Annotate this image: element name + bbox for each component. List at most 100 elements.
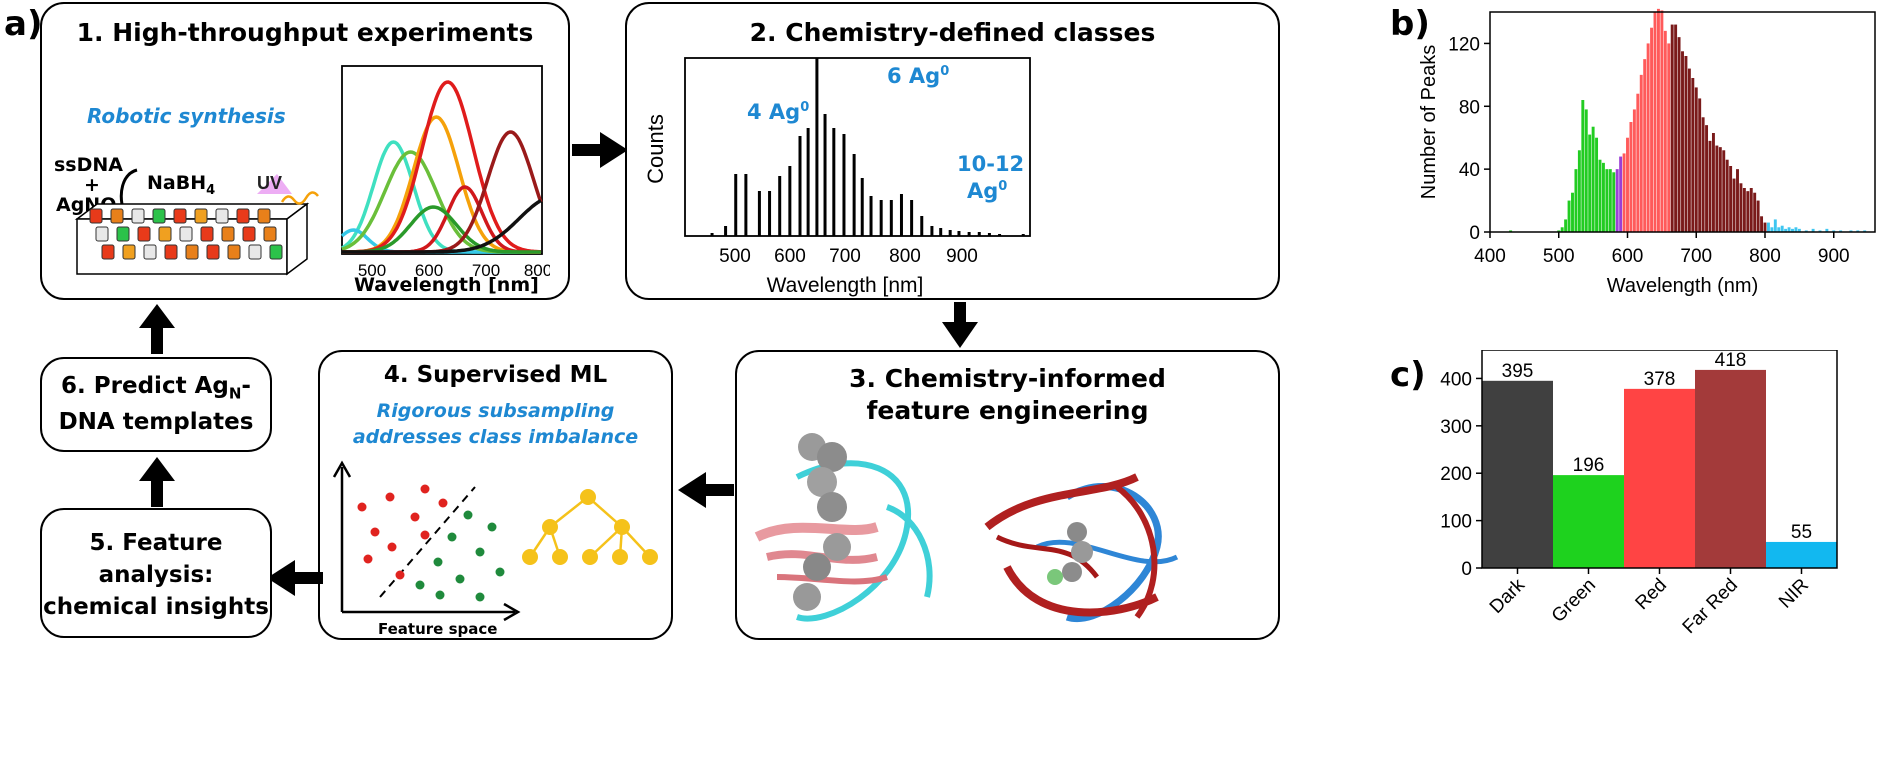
peak-bar xyxy=(1708,140,1712,232)
plus-label: + xyxy=(84,174,100,196)
peak-bar xyxy=(1574,169,1578,232)
plate-well xyxy=(185,244,199,260)
plate-well xyxy=(221,226,235,242)
peak-bar xyxy=(1780,225,1784,232)
peak-bar xyxy=(1749,188,1753,232)
peak-bar xyxy=(1619,156,1623,232)
box6-line2: DNA templates xyxy=(58,409,254,435)
b-ytick-label: 80 xyxy=(1459,97,1480,118)
peak-bar xyxy=(1667,43,1671,232)
annotation-4ag: 4 Ag0 xyxy=(747,100,810,124)
peak-bar xyxy=(1560,227,1564,232)
c-ytick-label: 0 xyxy=(1461,559,1472,580)
box3-title-line1: 3. Chemistry-informed xyxy=(849,364,1166,393)
plate-well xyxy=(110,208,124,224)
peak-bar xyxy=(1643,59,1647,233)
peak-bar xyxy=(1825,228,1829,232)
peak-bar xyxy=(1832,230,1836,232)
plate-well xyxy=(89,208,103,224)
plate-well xyxy=(164,244,178,260)
class-bar-value: 196 xyxy=(1573,455,1605,476)
peak-bar xyxy=(1694,87,1698,232)
panel-label-c: c) xyxy=(1390,355,1426,395)
peak-bar xyxy=(1557,230,1561,232)
peak-bar xyxy=(1791,228,1794,232)
peak-bar xyxy=(1773,219,1777,232)
peak-bar xyxy=(1656,8,1660,232)
box5-line1: 5. Feature xyxy=(89,530,223,556)
b-ytick-label: 120 xyxy=(1448,34,1480,55)
peak-bar xyxy=(1677,37,1681,233)
peak-bar xyxy=(1660,10,1664,232)
box-high-throughput: 1. High-throughput experiments Robotic s… xyxy=(40,2,570,300)
peak-bar xyxy=(1577,150,1581,232)
peak-bar xyxy=(1636,93,1640,232)
b-ylabel: Number of Peaks xyxy=(1418,45,1440,200)
peak-bar xyxy=(1718,147,1722,232)
peak-bar xyxy=(1711,133,1715,232)
feature-space-label: Feature space xyxy=(378,620,498,638)
peak-bar xyxy=(1763,222,1767,232)
peak-bar xyxy=(1746,191,1750,232)
feature-space-plot xyxy=(332,460,658,622)
class-bar xyxy=(1624,388,1695,568)
peak-bar xyxy=(1626,137,1629,232)
counts-tick-900: 900 xyxy=(946,246,978,267)
spectra-xlabel: Wavelength [nm] xyxy=(354,274,539,296)
peak-bar xyxy=(1736,169,1739,232)
b-xtick-label: 600 xyxy=(1612,246,1644,267)
peak-bar xyxy=(1777,227,1781,232)
class-category-label: Dark xyxy=(1486,574,1530,618)
peak-bar xyxy=(1622,153,1626,232)
uv-label: UV xyxy=(257,173,282,193)
peak-bar xyxy=(1739,183,1743,232)
class-bar-value: 418 xyxy=(1715,350,1747,371)
plate-well xyxy=(122,244,136,260)
c-frame xyxy=(1481,350,1838,569)
box-feature-analysis: 5. Feature analysis: chemical insights xyxy=(40,508,272,638)
peak-bar xyxy=(1653,12,1657,232)
c-ytick-label: 200 xyxy=(1440,464,1472,485)
peak-bar xyxy=(1705,125,1709,232)
peak-bar xyxy=(1639,74,1643,232)
b-xtick-label: 500 xyxy=(1543,246,1575,267)
b-xtick-label: 400 xyxy=(1474,246,1506,267)
peak-bar xyxy=(1681,51,1684,233)
peak-bar xyxy=(1564,219,1568,232)
peak-bar xyxy=(1797,228,1801,232)
peak-bar xyxy=(1663,30,1667,232)
panel-label-b: b) xyxy=(1390,4,1430,44)
class-category-label: Green xyxy=(1548,575,1600,627)
plate-well xyxy=(179,226,193,242)
class-bar xyxy=(1553,475,1624,568)
class-category-label: NIR xyxy=(1775,575,1813,613)
plate-well xyxy=(242,226,256,242)
peak-bar xyxy=(1629,122,1633,232)
peak-bar xyxy=(1670,24,1674,233)
peak-bar xyxy=(1632,109,1636,232)
plate-well xyxy=(227,244,241,260)
peak-bar xyxy=(1804,230,1808,232)
panel-label-a: a) xyxy=(4,4,43,44)
peak-bar xyxy=(1601,162,1605,232)
arrow-6-to-1 xyxy=(139,304,175,354)
plate-well xyxy=(215,208,229,224)
peak-bar xyxy=(1729,166,1733,232)
counts-xlabel: Wavelength [nm] xyxy=(767,274,924,297)
plate-well xyxy=(200,226,214,242)
peak-bar xyxy=(1787,227,1791,232)
plate-well xyxy=(257,208,271,224)
peak-bar xyxy=(1725,159,1729,232)
c-ytick-label: 400 xyxy=(1440,369,1472,390)
plate-well xyxy=(101,244,115,260)
peak-bar xyxy=(1581,100,1585,232)
robot-plate-illustration: UV xyxy=(74,168,319,276)
counts-histogram: Counts 500 600 700 800 900 Wavelength [n… xyxy=(643,57,1031,297)
peak-bar xyxy=(1784,228,1788,232)
box5-line3: chemical insights xyxy=(43,594,269,620)
peak-bar xyxy=(1818,230,1822,232)
peak-bar xyxy=(1615,169,1619,232)
peak-bar xyxy=(1691,78,1695,232)
